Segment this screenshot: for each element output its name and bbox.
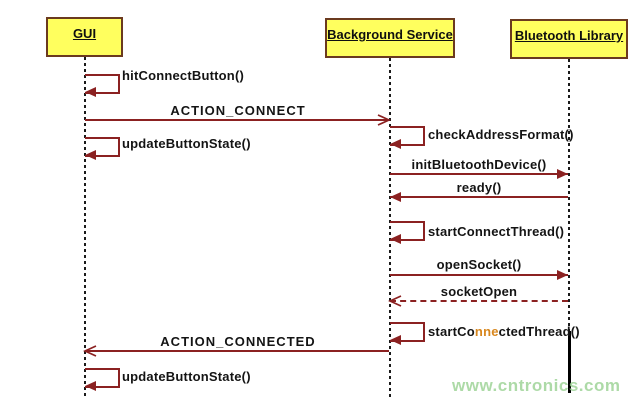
message-label-action-connected: ACTION_CONNECTED	[160, 334, 316, 349]
arrow-ready	[390, 196, 568, 198]
open-arrowhead-action-connected	[83, 345, 97, 357]
actor-box-gui: GUI	[46, 17, 123, 57]
arrow-action-connected	[85, 350, 389, 352]
actor-box-bluetooth-library: Bluetooth Library	[510, 19, 628, 59]
self-loop-update-button-state-2	[85, 368, 120, 388]
watermark: www.cntronics.com	[452, 376, 621, 395]
start-connected-thread-highlight: nne	[474, 324, 499, 339]
message-label-socket-open: socketOpen	[440, 284, 518, 299]
actor-label-gui: GUI	[72, 26, 97, 41]
self-loop-check-address-format	[390, 126, 425, 146]
message-label-ready: ready()	[456, 180, 502, 195]
message-label-update-button-state-1: updateButtonState()	[122, 136, 251, 151]
message-label-check-address-format: checkAddressFormat()	[428, 127, 574, 142]
open-arrowhead-socket-open	[388, 295, 402, 307]
arrowhead-hit-connect-button	[85, 87, 96, 97]
message-label-action-connect: ACTION_CONNECT	[170, 103, 306, 118]
lifeline-bluetooth-library-solid-end	[568, 331, 571, 393]
arrow-action-connect	[85, 119, 389, 121]
actor-label-bluetooth-library: Bluetooth Library	[514, 28, 624, 43]
arrowhead-open-socket	[557, 270, 568, 280]
arrowhead-update-button-state-1	[85, 150, 96, 160]
actor-box-background-service: Background Service	[325, 18, 455, 58]
arrowhead-check-address-format	[390, 139, 401, 149]
self-loop-update-button-state-1	[85, 137, 120, 157]
arrowhead-init-bluetooth-device	[557, 169, 568, 179]
start-connected-thread-pre: startCo	[428, 324, 475, 339]
lifeline-gui	[84, 57, 86, 397]
arrowhead-start-connect-thread	[390, 234, 401, 244]
arrowhead-ready	[390, 192, 401, 202]
self-loop-start-connect-thread	[390, 221, 425, 241]
arrowhead-update-button-state-2	[85, 381, 96, 391]
message-label-start-connected-thread: startConnectedThread()	[428, 324, 580, 339]
arrow-open-socket	[390, 274, 568, 276]
message-label-update-button-state-2: updateButtonState()	[122, 369, 251, 384]
message-label-init-bluetooth-device: initBluetoothDevice()	[411, 157, 547, 172]
arrow-socket-open	[390, 300, 568, 302]
message-label-hit-connect-button: hitConnectButton()	[122, 68, 245, 83]
open-arrowhead-action-connect	[377, 114, 391, 126]
actor-label-background-service: Background Service	[327, 27, 453, 42]
message-label-start-connect-thread: startConnectThread()	[428, 224, 565, 239]
message-label-open-socket: openSocket()	[436, 257, 522, 272]
lifeline-bluetooth-library	[568, 59, 570, 345]
lifeline-background-service	[389, 58, 391, 397]
arrow-init-bluetooth-device	[390, 173, 568, 175]
self-loop-start-connected-thread	[390, 322, 425, 342]
start-connected-thread-post: ctedThread()	[498, 324, 580, 339]
self-loop-hit-connect-button	[85, 74, 120, 94]
arrowhead-start-connected-thread	[390, 335, 401, 345]
